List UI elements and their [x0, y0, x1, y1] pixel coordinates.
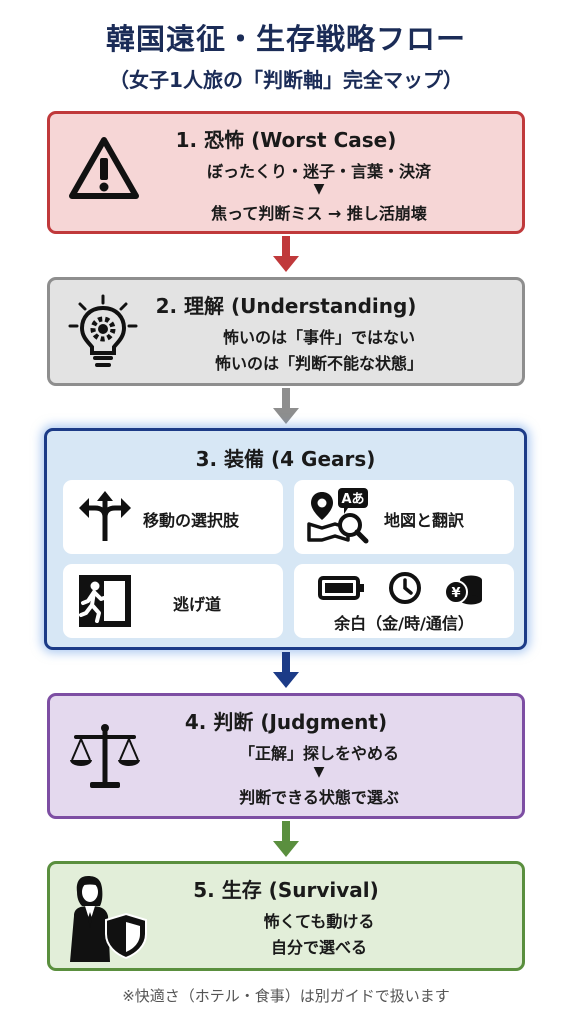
down-triangle-icon: ▼: [313, 181, 325, 197]
gear-label: 逃げ道: [173, 595, 222, 614]
step-survival-card: 5. 生存 (Survival) 怖くても動ける 自分で選べる: [47, 861, 525, 971]
gear-label: 余白（金/時/通信）: [334, 614, 474, 633]
step-line: 「正解」探しをやめる: [238, 744, 399, 763]
emergency-exit-icon: [79, 575, 131, 627]
lightbulb-gear-icon: [68, 294, 138, 367]
down-arrow-icon: [273, 652, 299, 688]
woman-shield-icon: [70, 876, 147, 962]
gear-item: 逃げ道: [63, 564, 283, 638]
scales-icon: [70, 724, 140, 788]
down-arrow-icon: [273, 236, 299, 272]
step-gears-card: 3. 装備 (4 Gears) 移動の選択肢 Aあ 地図と翻訳: [44, 428, 527, 650]
step-title: 5. 生存 (Survival): [193, 878, 379, 902]
step-line: 焦って判断ミス → 推し活崩壊: [211, 204, 427, 223]
step-judgment-card: 4. 判断 (Judgment) 「正解」探しをやめる ▼ 判断できる状態で選ぶ: [47, 693, 525, 819]
step-title: 3. 装備 (4 Gears): [195, 447, 376, 471]
translate-badge: Aあ: [341, 492, 364, 507]
gear-item: 移動の選択肢: [63, 480, 283, 554]
map-translate-icon: Aあ: [307, 488, 369, 544]
step-line: 自分で選べる: [270, 938, 367, 957]
step-title: 4. 判断 (Judgment): [184, 710, 388, 734]
down-triangle-icon: ▼: [313, 764, 325, 780]
split-arrows-icon: [79, 491, 131, 541]
step-line: 判断できる状態で選ぶ: [239, 788, 399, 807]
battery-clock-coins-icon: ¥: [318, 572, 482, 605]
step-understanding-card: 2. 理解 (Understanding) 怖いのは「事件」ではない 怖いのは「…: [47, 277, 525, 386]
gear-label: 地図と翻訳: [384, 511, 465, 530]
step-fear-card: 1. 恐怖 (Worst Case) ぼったくり・迷子・言葉・決済 ▼ 焦って判…: [47, 111, 525, 234]
gear-item: Aあ 地図と翻訳: [294, 480, 514, 554]
page-title: 韓国遠征・生存戦略フロー: [105, 22, 466, 56]
page-subtitle: （女子1人旅の「判断軸」完全マップ）: [109, 68, 463, 92]
gear-label: 移動の選択肢: [143, 511, 240, 530]
gear-item: ¥ 余白（金/時/通信）: [294, 564, 514, 638]
step-line: ぼったくり・迷子・言葉・決済: [206, 162, 431, 181]
step-line: 怖いのは「事件」ではない: [222, 328, 415, 347]
down-arrow-icon: [273, 388, 299, 424]
yen-symbol: ¥: [451, 586, 460, 601]
step-line: 怖くても動ける: [263, 912, 375, 931]
down-arrow-icon: [273, 821, 299, 857]
step-line: 怖いのは「判断不能な状態」: [214, 354, 423, 373]
footnote: ※快適さ（ホテル・食事）は別ガイドで扱います: [122, 987, 450, 1005]
warning-icon: [69, 137, 139, 199]
step-title: 1. 恐怖 (Worst Case): [175, 128, 397, 152]
step-title: 2. 理解 (Understanding): [155, 294, 417, 318]
